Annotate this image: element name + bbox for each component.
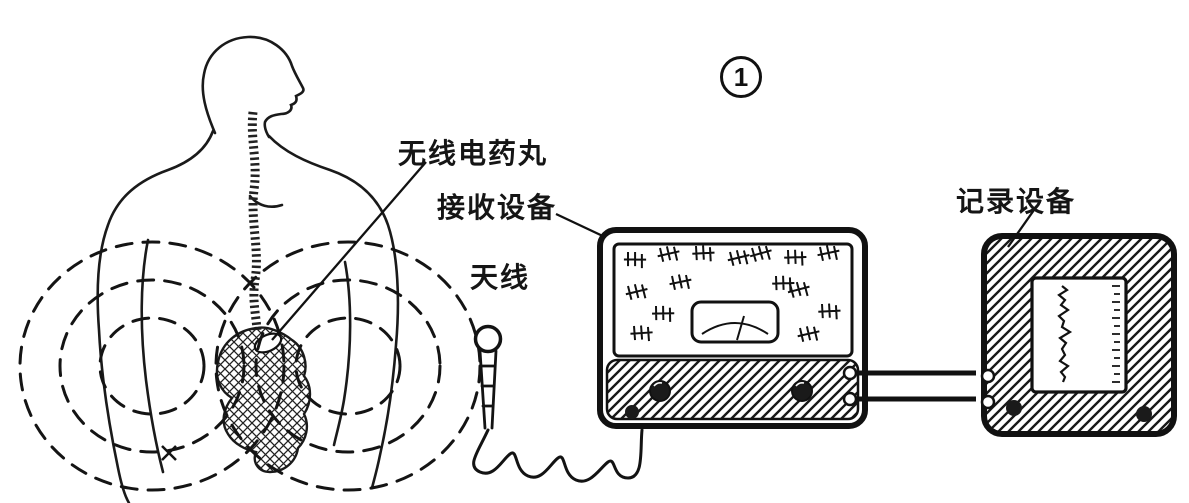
waveform-trace <box>1057 285 1073 383</box>
left-arm-inner <box>140 238 165 474</box>
pointer-radio-pill <box>271 161 427 341</box>
recorder-box <box>980 233 1177 437</box>
right-arm-inner <box>332 260 352 447</box>
receiver-knob-left <box>649 380 671 402</box>
label-recorder: 记录设备 <box>956 186 1077 217</box>
figure-number-badge: 1 <box>720 56 762 98</box>
receiver-panel <box>612 242 854 358</box>
meter <box>690 300 780 344</box>
meter-needle <box>736 315 745 341</box>
receiver-lower-panel <box>605 358 860 421</box>
receiver-box <box>597 227 868 429</box>
recorder-knob-right <box>1136 406 1152 422</box>
figure-number: 1 <box>733 61 749 92</box>
recorder-screen <box>1030 276 1128 394</box>
head-outline <box>201 35 305 139</box>
antenna-head <box>473 324 503 354</box>
esophagus <box>247 111 262 331</box>
antenna-stem <box>478 349 498 430</box>
receiver-knob-right <box>791 380 813 402</box>
antenna <box>472 324 644 483</box>
left-arm-outline <box>96 129 215 503</box>
label-receiver: 接收设备 <box>437 192 558 223</box>
recorder-terminal-top <box>980 368 996 384</box>
label-antenna: 天线 <box>470 262 531 293</box>
recorder-knob-left <box>1006 400 1022 416</box>
receiver-knob-small <box>625 405 639 419</box>
receiver-terminal-bottom <box>842 391 858 407</box>
x-mark <box>161 445 177 461</box>
screen-scale-ticks <box>1112 285 1120 383</box>
coiled-cable <box>472 428 644 483</box>
connection-cables <box>842 365 976 407</box>
label-radio-pill: 无线电药丸 <box>398 138 549 169</box>
receiver-terminal-top <box>842 365 858 381</box>
recorder-terminal-bottom <box>980 394 996 410</box>
right-arm-outline <box>267 134 400 490</box>
